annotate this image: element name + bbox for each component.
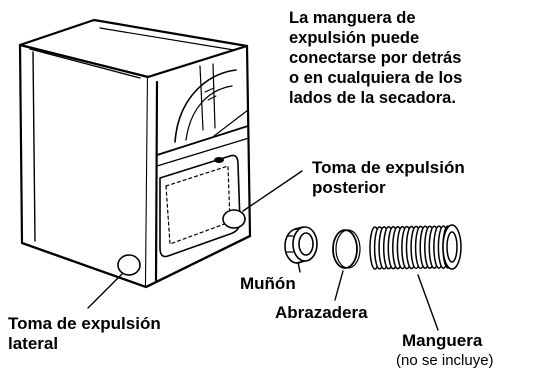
hose-part	[369, 224, 462, 270]
side-port-leader	[87, 273, 123, 309]
side-exhaust-label: Toma de expulsión lateral	[8, 314, 161, 354]
stub-part	[284, 226, 318, 264]
clamp-leader	[334, 270, 344, 301]
clamp-label: Abrazadera	[275, 303, 368, 322]
note-line-1: La manguera de	[289, 9, 416, 27]
clamp-part	[332, 229, 361, 269]
leader-lines	[87, 170, 439, 331]
rear-exhaust-port	[222, 209, 246, 229]
dryer-back-internals	[156, 63, 250, 167]
rear-port-leader	[242, 170, 303, 212]
note-line-3: conectarse por detrás	[289, 49, 462, 67]
dryer-base	[20, 234, 252, 289]
note-line-5: lados de la secadora.	[289, 89, 456, 107]
rear-exhaust-label-line-2: posterior	[312, 178, 386, 197]
side-exhaust-port	[117, 254, 141, 276]
hose-end	[442, 224, 462, 270]
rear-exhaust-label-line-1: Toma de expulsión	[312, 158, 465, 177]
hose-not-included-note: (no se incluye)	[396, 352, 494, 369]
note-line-2: expulsión puede	[289, 29, 420, 47]
dryer-cabinet	[18, 18, 252, 289]
side-exhaust-label-line-1: Toma de expulsión	[8, 314, 161, 333]
hose-label: Manguera	[402, 331, 483, 350]
installation-note: La manguera de expulsión puede conectars…	[289, 8, 462, 108]
rear-exhaust-label: Toma de expulsión posterior	[312, 158, 465, 198]
hose-leader	[417, 274, 439, 331]
side-exhaust-label-line-2: lateral	[8, 334, 59, 353]
stub-label: Muñón	[240, 274, 296, 293]
hose-opening	[446, 231, 458, 263]
note-line-4: o en cualquiera de los	[289, 69, 463, 87]
